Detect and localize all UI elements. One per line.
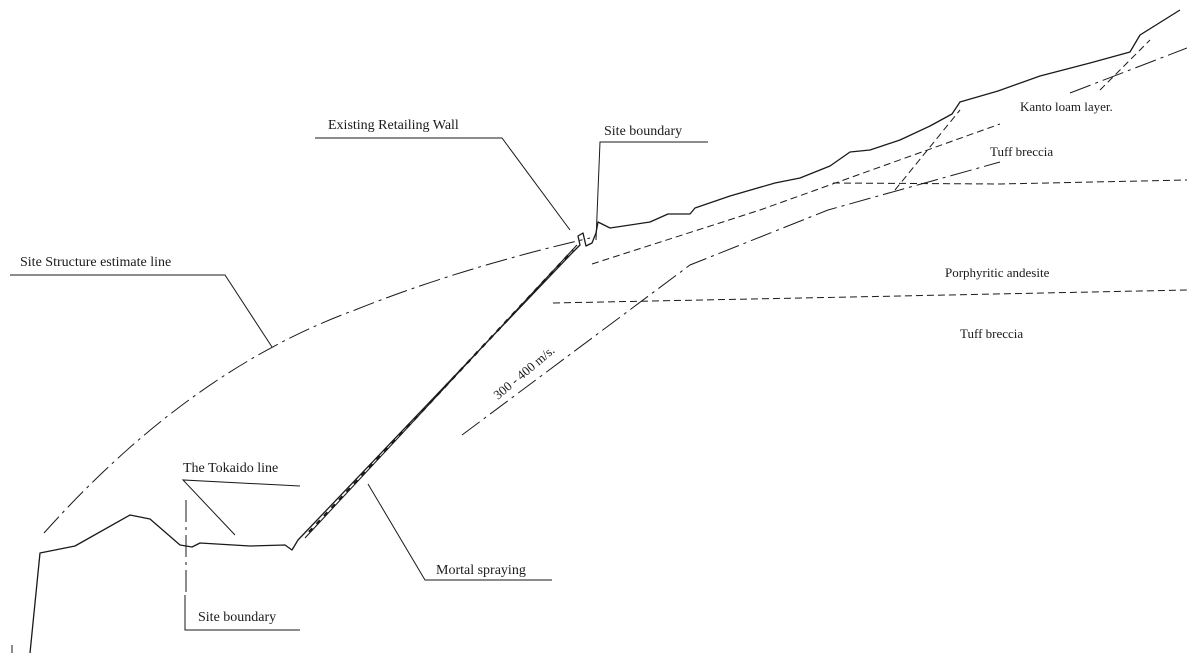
porphyritic-andesite-label: Porphyritic andesite	[945, 265, 1050, 280]
retaining-wall-leader	[315, 137, 571, 231]
velocity-label: 300 - 400 m/s.	[490, 343, 557, 403]
slip-line	[461, 161, 1001, 436]
tuff-breccia-boundary	[832, 179, 1187, 185]
tokaido-leader	[181, 479, 301, 536]
mortal-spraying-label: Mortal spraying	[436, 563, 526, 578]
site-boundary-top-label: Site boundary	[604, 124, 682, 139]
existing-retaining-wall-label: Existing Retailing Wall	[328, 118, 459, 133]
kanto-upper-line	[1099, 39, 1151, 91]
ground-surface-line	[29, 9, 1181, 653]
site-structure-leader	[10, 274, 273, 348]
upper-dashed-line	[894, 109, 961, 191]
mortar-leader	[367, 483, 552, 581]
site-boundary-top-leader	[595, 141, 708, 241]
tokaido-line-label: The Tokaido line	[183, 461, 278, 476]
tuff-breccia-upper-label: Tuff breccia	[990, 144, 1053, 159]
kanto-loam-boundary	[591, 123, 1001, 265]
site-structure-estimate-line	[43, 237, 591, 534]
site-structure-estimate-label: Site Structure estimate line	[20, 255, 171, 270]
kanto-loam-label: Kanto loam layer.	[1020, 99, 1113, 114]
tuff-breccia-lower-label: Tuff breccia	[960, 326, 1023, 341]
site-boundary-bottom-leader	[184, 595, 300, 631]
upper-dash-dot-line	[1069, 47, 1187, 94]
site-boundary-bottom-label: Site boundary	[198, 610, 276, 625]
mortar-spraying-hatch	[308, 249, 574, 533]
porphyritic-andesite-boundary	[552, 289, 1187, 304]
